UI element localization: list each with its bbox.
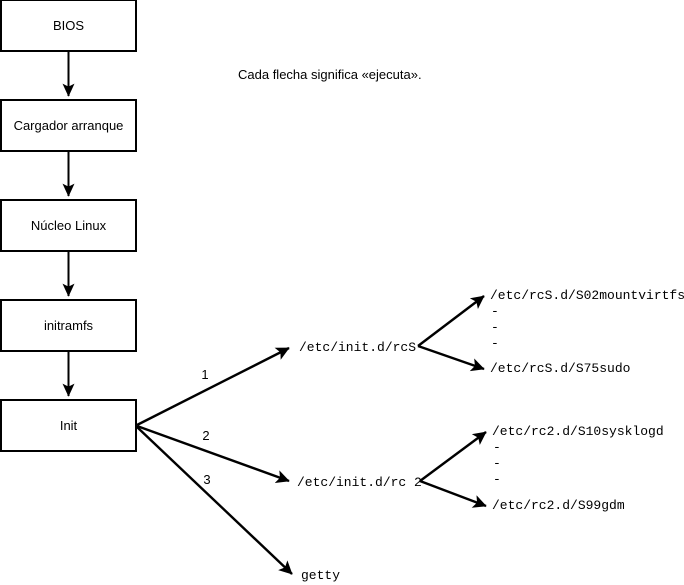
rcs-ellipsis-dot-1: - — [491, 304, 499, 319]
branch-1-arrow — [136, 346, 290, 427]
rc2-last-arrow — [419, 479, 487, 508]
node-initramfs: initramfs — [0, 299, 137, 352]
node-bios-label: BIOS — [53, 18, 84, 33]
label-init-d-rcs: /etc/init.d/rcS — [299, 340, 416, 355]
rc2-first-arrow — [419, 431, 487, 482]
label-rc2-first: /etc/rc2.d/S10sysklogd — [492, 424, 664, 439]
node-bootloader-label: Cargador arranque — [14, 118, 124, 133]
diagram-caption: Cada flecha significa «ejecuta». — [238, 67, 422, 82]
branch-2-arrow — [136, 424, 290, 483]
node-kernel-box — [0, 199, 137, 252]
rcs-first-arrow — [417, 295, 485, 347]
rc2-ellipsis-dot-2: - — [493, 456, 501, 471]
node-kernel: Núcleo Linux — [0, 199, 137, 252]
node-init-label: Init — [60, 418, 78, 433]
label-getty: getty — [301, 568, 340, 583]
node-initramfs-box — [0, 299, 137, 352]
node-kernel-label: Núcleo Linux — [31, 218, 107, 233]
init-branches-group: 1 /etc/init.d/rcS 2 /etc/init.d/rc 2 3 g… — [136, 340, 422, 583]
rc2-ellipsis-dot-1: - — [493, 440, 501, 455]
node-init: Init — [0, 399, 137, 452]
node-bootloader: Cargador arranque — [0, 99, 137, 152]
label-rcs-first: /etc/rcS.d/S02mountvirtfs — [490, 288, 684, 303]
node-initramfs-label: initramfs — [44, 318, 94, 333]
rcs-scripts-group: /etc/rcS.d/S02mountvirtfs - - - /etc/rcS… — [417, 288, 684, 376]
rc2-ellipsis-dot-3: - — [493, 472, 501, 487]
rcs-ellipsis-dot-2: - — [491, 320, 499, 335]
branch-3-arrow — [136, 426, 293, 575]
rcs-last-arrow — [417, 344, 485, 372]
node-bootloader-box — [0, 99, 137, 152]
node-bios-box — [0, 0, 137, 52]
node-init-box — [0, 399, 137, 452]
label-rcs-last: /etc/rcS.d/S75sudo — [490, 361, 630, 376]
branch-3-number: 3 — [203, 472, 210, 487]
rcs-ellipsis-dot-3: - — [491, 336, 499, 351]
branch-2-number: 2 — [202, 428, 209, 443]
rc2-scripts-group: /etc/rc2.d/S10sysklogd - - - /etc/rc2.d/… — [419, 424, 664, 513]
label-rc2-last: /etc/rc2.d/S99gdm — [492, 498, 625, 513]
node-bios: BIOS — [0, 0, 137, 52]
branch-1-number: 1 — [201, 367, 208, 382]
label-init-d-rc2: /etc/init.d/rc 2 — [297, 475, 422, 490]
boot-chain-group: BIOS Cargador arranque Núcleo Linux init… — [0, 0, 137, 452]
